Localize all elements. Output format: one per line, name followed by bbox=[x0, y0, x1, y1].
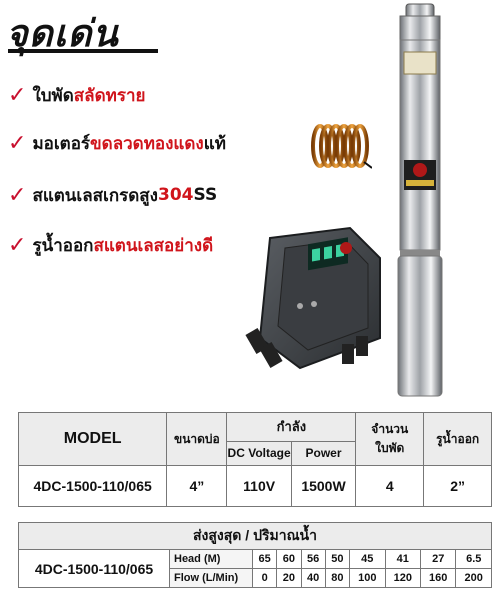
cell-model: 4DC-1500-110/065 bbox=[17, 465, 168, 507]
solar-controller-image bbox=[245, 226, 381, 370]
feature-3-text-a: สแตนเลสเกรดสูง bbox=[32, 185, 158, 206]
header-impellers: จำนวน ใบพัด bbox=[355, 412, 425, 466]
head-value: 56 bbox=[300, 549, 326, 569]
cell-dc-voltage: 110V bbox=[226, 465, 292, 507]
performance-header: ส่งสูงสุด / ปริมาณน้ำ bbox=[18, 522, 492, 550]
feature-1-text-b: สลัดทราย bbox=[73, 85, 146, 106]
feature-4-text-b: สแตนเลสอย่างดี bbox=[93, 235, 214, 256]
feature-2-text-b: ขดลวดทองแดง bbox=[90, 133, 204, 154]
perf-model: 4DC-1500-110/065 bbox=[18, 549, 170, 588]
performance-table: ส่งสูงสุด / ปริมาณน้ำ 4DC-1500-110/065 H… bbox=[18, 522, 492, 588]
flow-value: 200 bbox=[455, 568, 492, 588]
feature-2-text-c: แท้ bbox=[203, 133, 226, 154]
head-value: 60 bbox=[276, 549, 302, 569]
cell-bore: 4” bbox=[166, 465, 228, 507]
head-value: 50 bbox=[324, 549, 351, 569]
feature-2-text-a: มอเตอร์ bbox=[32, 133, 91, 154]
header-power-group: กำลัง bbox=[226, 412, 357, 442]
feature-3-text-b: 304 bbox=[158, 185, 194, 205]
header-dc-voltage: DC Voltage bbox=[226, 440, 292, 467]
check-icon: ✓ bbox=[8, 130, 27, 156]
head-value: 6.5 bbox=[455, 549, 492, 569]
header-model: MODEL bbox=[17, 412, 168, 466]
feature-4: ✓ รูน้ำออก สแตนเลสอย่างดี bbox=[8, 230, 213, 260]
flow-value: 100 bbox=[349, 568, 386, 588]
header-bore: ขนาดบ่อ bbox=[166, 412, 228, 466]
head-value: 65 bbox=[251, 549, 278, 569]
head-value: 27 bbox=[419, 549, 457, 569]
feature-1-text-a: ใบพัด bbox=[32, 85, 74, 106]
feature-3-text-c: SS bbox=[193, 185, 218, 205]
head-value: 45 bbox=[349, 549, 386, 569]
spec-table: MODEL ขนาดบ่อ กำลัง จำนวน ใบพัด รูน้ำออก… bbox=[17, 412, 492, 507]
flow-value: 160 bbox=[419, 568, 457, 588]
head-label: Head (M) bbox=[169, 549, 253, 569]
flow-value: 120 bbox=[384, 568, 422, 588]
check-icon: ✓ bbox=[8, 232, 27, 258]
feature-2: ✓ มอเตอร์ ขดลวดทองแดง แท้ bbox=[8, 128, 226, 158]
flow-value: 80 bbox=[324, 568, 351, 588]
check-icon: ✓ bbox=[8, 182, 27, 208]
feature-4-text-a: รูน้ำออก bbox=[32, 235, 94, 256]
flow-value: 20 bbox=[276, 568, 302, 588]
flow-label: Flow (L/Min) bbox=[169, 568, 253, 588]
header-power: Power bbox=[290, 440, 357, 467]
check-icon: ✓ bbox=[8, 82, 27, 108]
feature-1: ✓ ใบพัด สลัดทราย bbox=[8, 80, 145, 110]
copper-coil-image bbox=[311, 124, 372, 169]
submersible-pump-image bbox=[397, 3, 443, 397]
cell-outlet: 2” bbox=[423, 465, 492, 507]
cell-impellers: 4 bbox=[355, 465, 425, 507]
header-outlet: รูน้ำออก bbox=[423, 412, 492, 466]
cell-power: 1500W bbox=[290, 465, 357, 507]
head-value: 41 bbox=[384, 549, 422, 569]
feature-3: ✓ สแตนเลสเกรดสูง 304 SS bbox=[8, 180, 217, 210]
headline: จุดเด่น bbox=[6, 12, 119, 55]
flow-value: 40 bbox=[300, 568, 326, 588]
flow-value: 0 bbox=[251, 568, 278, 588]
headline-underline bbox=[8, 49, 158, 53]
